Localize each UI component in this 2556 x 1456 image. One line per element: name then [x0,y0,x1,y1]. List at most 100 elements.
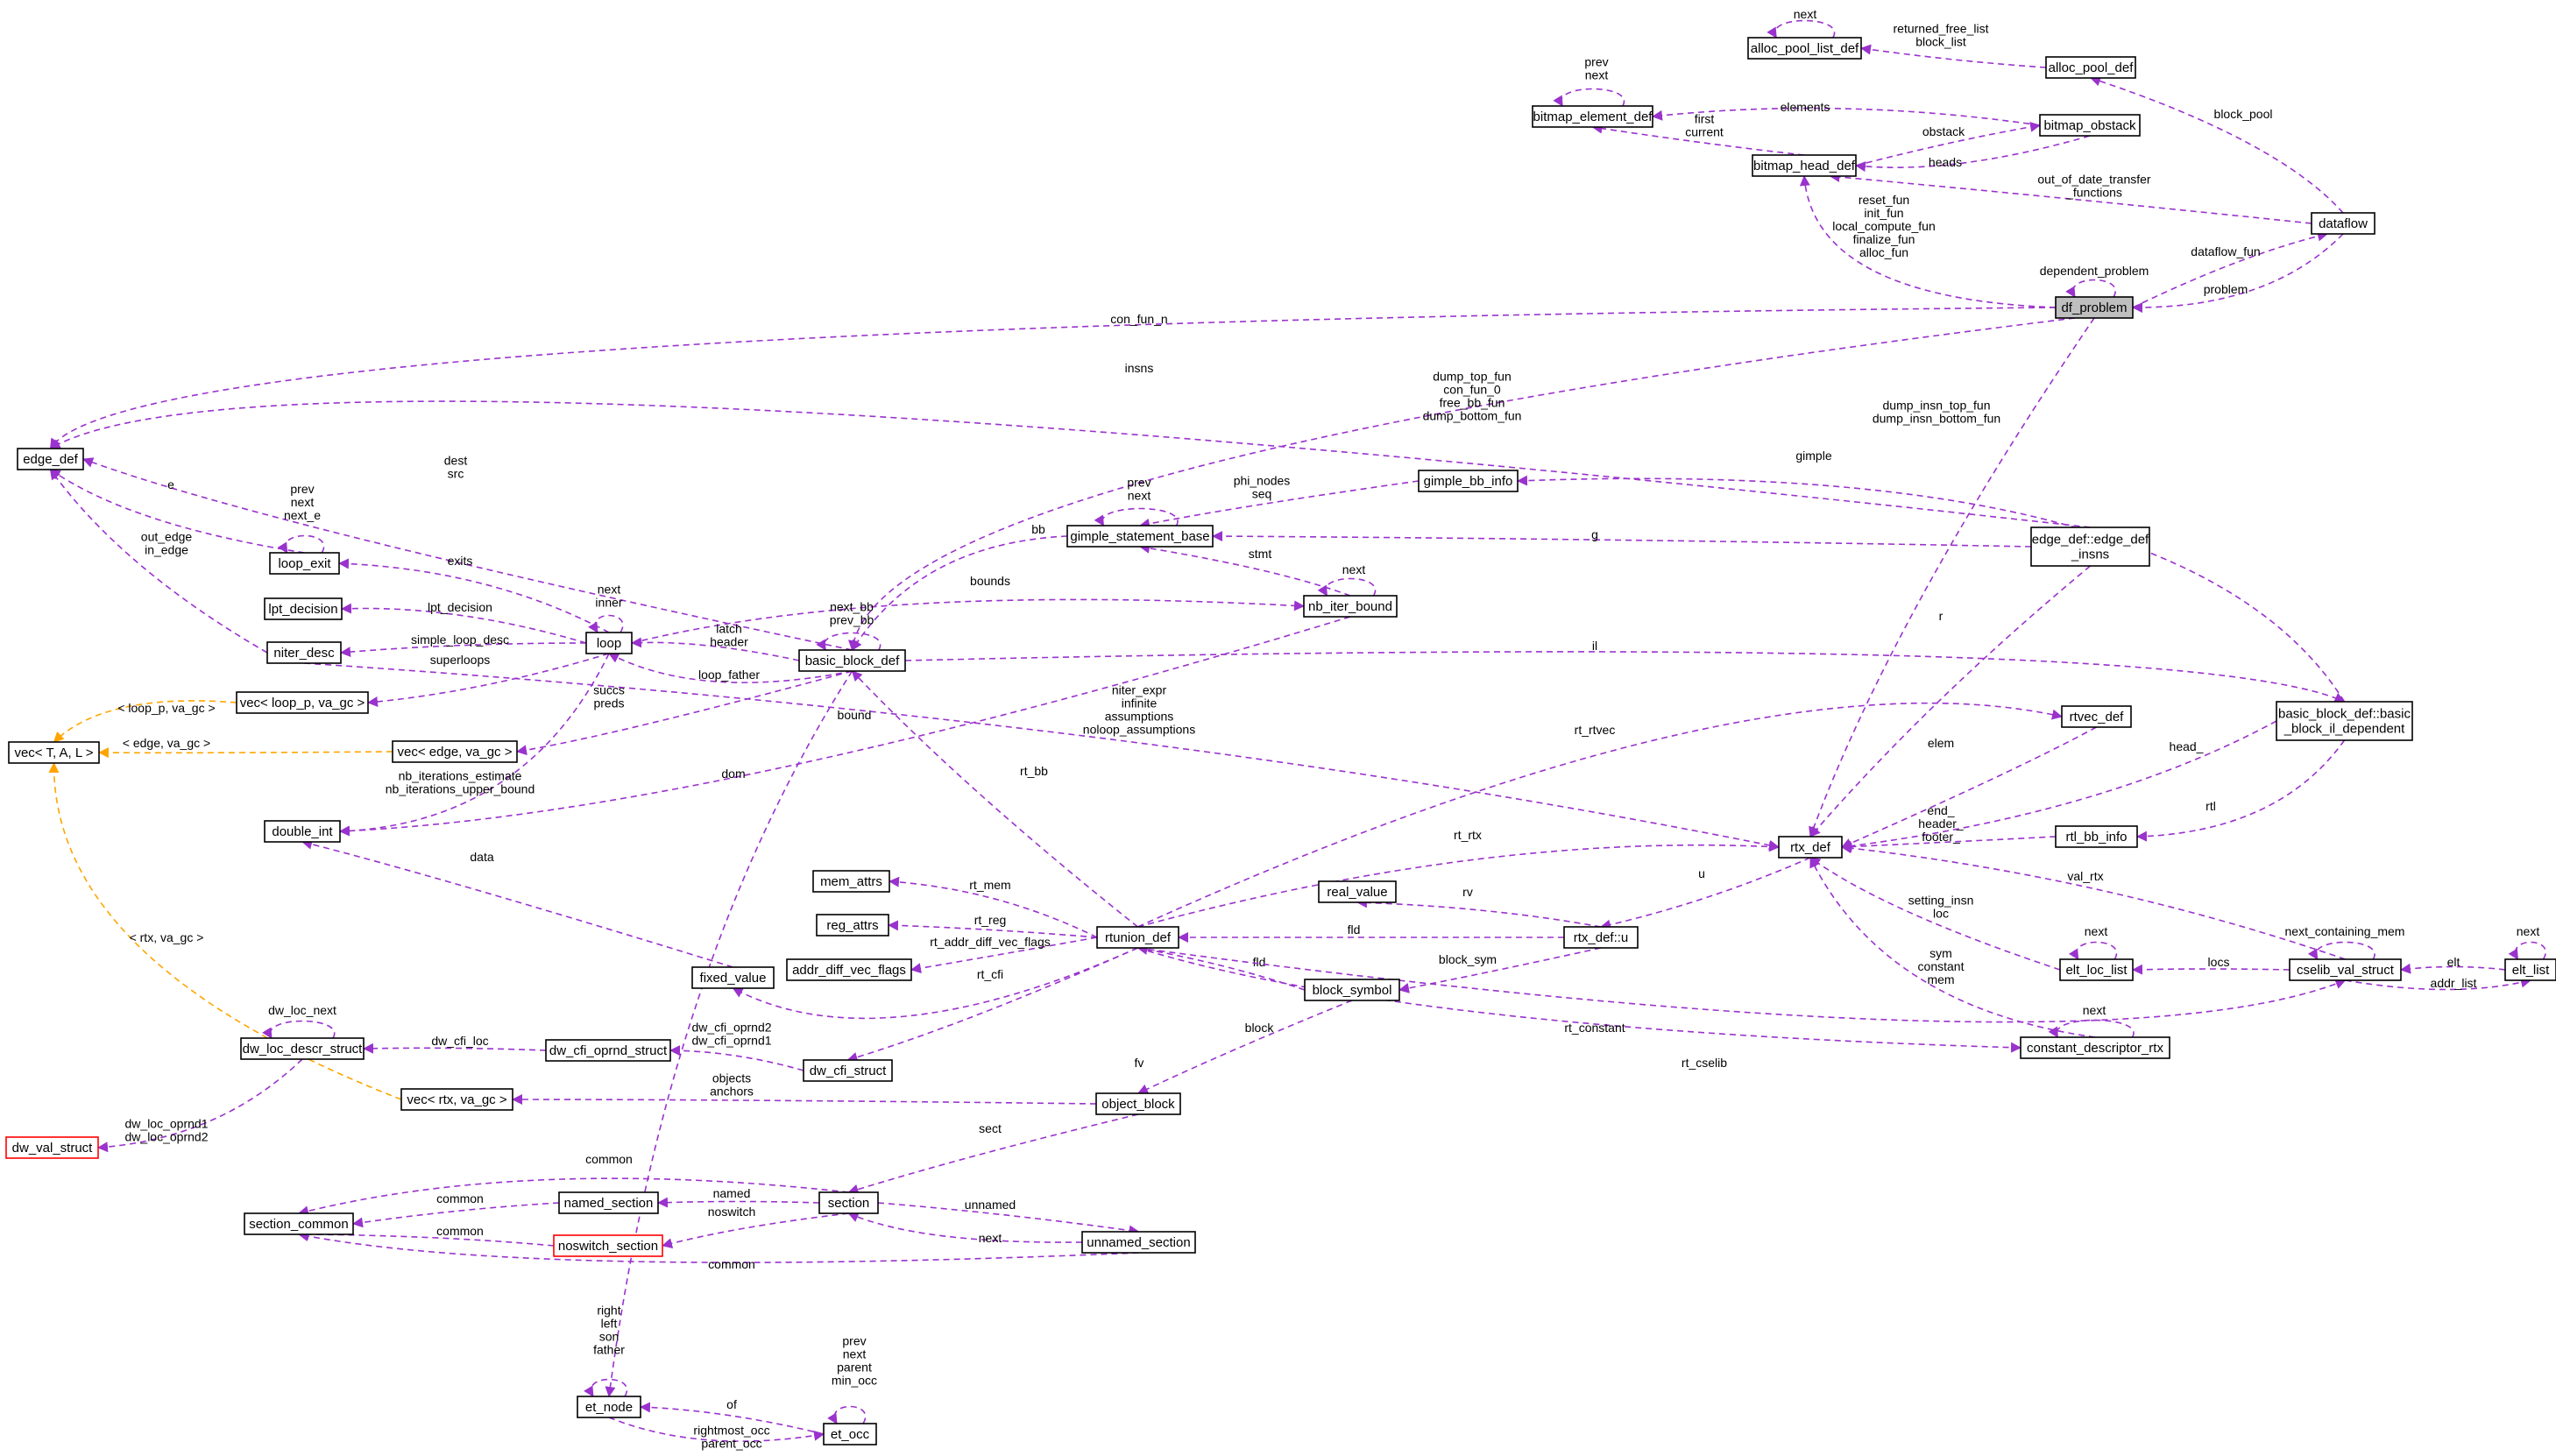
class-node-edge-def-insns[interactable]: edge_def::edge_def_insns [2030,527,2150,567]
member-edge-bed-prev-next [1553,88,1625,107]
class-node-box [2311,212,2375,235]
member-edge-next-containing-mem [2307,941,2375,960]
class-node-loop-exit[interactable]: loop_exit [269,552,340,575]
class-node-alloc-pool-list-def[interactable]: alloc_pool_list_def [1747,37,1862,60]
class-node-box [1418,470,1519,492]
class-node-named-section[interactable]: named_section [558,1191,659,1214]
class-node-fixed-value[interactable]: fixed_value [691,966,775,989]
member-edge-bound [339,616,1351,837]
class-node-df-problem[interactable]: df_problem [2055,296,2134,319]
class-node-label: vec< loop_p, va_gc > [240,696,365,710]
class-node-double-int[interactable]: double_int [264,820,341,843]
class-node-label: named_section [564,1196,654,1211]
class-node-box [2039,114,2141,137]
class-node-noswitch-section[interactable]: noswitch_section [553,1234,663,1257]
class-node-box [2289,958,2402,981]
class-node-vec-loop-p[interactable]: vec< loop_p, va_gc > [236,691,369,714]
class-node-box [2055,296,2134,319]
class-node-dw-cfi-struct[interactable]: dw_cfi_struct [803,1059,893,1082]
class-node-unnamed-section[interactable]: unnamed_section [1081,1231,1196,1254]
edge-label-dataflow-fun: dataflow_fun [2191,244,2260,258]
edge-label-block-sym: block_sym [1439,952,1497,966]
class-node-vec-TAL[interactable]: vec< T, A, L > [8,741,100,764]
class-node-rtl-bb-info[interactable]: rtl_bb_info [2055,825,2138,848]
edge-label-bb: bb [1031,522,1045,536]
member-edge-head- [1841,720,2277,852]
class-node-basic-block-il-dependent[interactable]: basic_block_def::basic_block_il_dependen… [2276,701,2413,741]
edge-label-r: r [1939,609,1944,623]
class-node-box [5,1136,99,1159]
class-node-real-value[interactable]: real_value [1318,880,1397,903]
class-node-box [392,740,518,763]
class-node-section[interactable]: section [818,1191,879,1214]
class-node-block-symbol[interactable]: block_symbol [1304,979,1400,1001]
node-layer: alloc_pool_list_def alloc_pool_def bitmap_… [5,37,2556,1445]
member-edge-exits [338,558,610,633]
class-node-elt-loc-list[interactable]: elt_loc_list [2059,958,2134,981]
member-edge-named [657,1197,820,1208]
class-node-reg-attrs[interactable]: reg_attrs [816,914,889,937]
class-node-box [269,552,340,575]
class-node-nb-iter-bound[interactable]: nb_iter_bound [1303,595,1398,618]
member-edge-rightmost-occ [608,1417,825,1442]
class-node-rtx-def[interactable]: rtx_def [1778,836,1843,859]
class-node-et-occ[interactable]: et_occ [823,1423,877,1445]
class-node-niter-desc[interactable]: niter_desc [266,641,342,664]
class-node-box [244,1212,354,1235]
class-node-label: rtunion_def [1105,930,1172,945]
edge-label-data: data [470,850,493,864]
class-node-object-block[interactable]: object_block [1095,1092,1181,1115]
class-node-dataflow[interactable]: dataflow [2311,212,2375,235]
class-node-label: basic_block_def::basic [2278,707,2411,722]
class-node-box [786,958,912,981]
class-node-box [1096,926,1179,949]
class-node-loop[interactable]: loop [585,632,633,654]
member-edge-noswitch [662,1212,849,1249]
class-node-elt-list[interactable]: elt_list [2504,958,2556,981]
class-node-vec-rtx[interactable]: vec< rtx, va_gc > [400,1088,513,1111]
edge-label-out-of-date: out_of_date_transfer_functions [2037,173,2151,200]
class-node-bitmap-element-def[interactable]: bitmap_element_def [1532,105,1653,128]
edge-label-dom: dom [721,767,745,781]
class-node-box [2061,705,2132,728]
class-node-addr-diff-vec-flags[interactable]: addr_diff_vec_flags [786,958,912,981]
class-node-label: rtx_def [1790,840,1831,855]
class-node-label: _block_il_dependent [2283,722,2405,737]
class-node-box [1304,979,1400,1001]
edge-label-rt-cselib: rt_cselib [1682,1056,1727,1070]
class-node-rtx-def-u[interactable]: rtx_def::u [1563,926,1639,949]
class-node-et-node[interactable]: et_node [577,1396,641,1418]
class-node-gimple-statement-base[interactable]: gimple_statement_base [1066,525,1214,548]
class-node-rtvec-def[interactable]: rtvec_def [2061,705,2132,728]
class-node-constant-descriptor-rtx[interactable]: constant_descriptor_rtx [2020,1036,2170,1059]
class-node-dw-cfi-oprnd-struct[interactable]: dw_cfi_oprnd_struct [545,1039,671,1062]
class-node-basic-block-def[interactable]: basic_block_def [798,649,906,672]
edge-label-rt-rtvec: rt_rtvec [1575,723,1616,737]
edge-label-block-pool: block_pool [2214,107,2273,121]
edge-label-lpt-decision: lpt_decision [428,600,492,614]
class-node-vec-edge[interactable]: vec< edge, va_gc > [392,740,518,763]
member-edge-rt-addr-diff [910,937,1098,974]
class-node-rtunion-def[interactable]: rtunion_def [1096,926,1179,949]
class-node-bitmap-obstack[interactable]: bitmap_obstack [2039,114,2141,137]
class-node-lpt-decision[interactable]: lpt_decision [264,597,343,620]
class-node-bitmap-head-def[interactable]: bitmap_head_def [1752,154,1857,177]
class-node-alloc-pool-def[interactable]: alloc_pool_def [2045,56,2136,79]
class-node-label: unnamed_section [1087,1235,1190,1250]
class-node-dw-val-struct[interactable]: dw_val_struct [5,1136,99,1159]
class-node-label: gimple_statement_base [1070,529,1209,544]
class-node-cselib-val-struct[interactable]: cselib_val_struct [2289,958,2402,981]
class-node-box [803,1059,893,1082]
class-node-label: real_value [1327,885,1387,900]
class-node-mem-attrs[interactable]: mem_attrs [812,870,890,893]
class-node-gimple-bb-info[interactable]: gimple_bb_info [1418,470,1519,492]
class-node-dw-loc-descr-struct[interactable]: dw_loc_descr_struct [240,1037,365,1060]
edge-label-exits: exits [448,554,473,568]
class-node-section-common[interactable]: section_common [244,1212,354,1235]
class-node-label: addr_diff_vec_flags [792,963,906,978]
class-node-edge-def[interactable]: edge_def [17,448,84,470]
class-node-label: vec< rtx, va_gc > [407,1092,506,1107]
